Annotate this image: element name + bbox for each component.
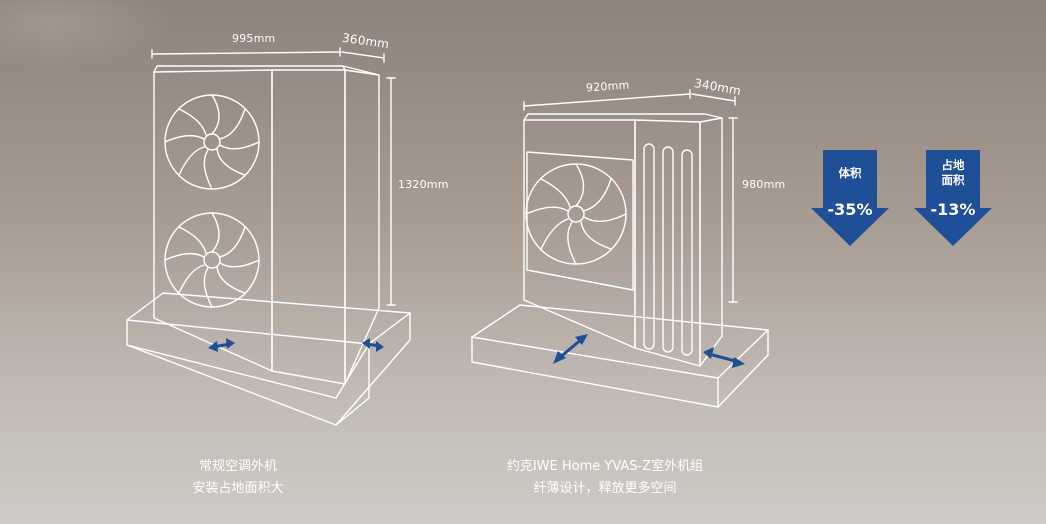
- footprint-label-line2: 面积: [941, 173, 965, 187]
- left-width-label: 995mm: [232, 32, 276, 45]
- left-fan-bottom: [164, 212, 260, 308]
- right-base-arrow-side: [703, 347, 745, 368]
- right-unit-body: [523, 113, 723, 367]
- right-dimension-lines: [523, 89, 738, 303]
- right-fan: [525, 163, 627, 265]
- down-arrow-shape: [914, 150, 992, 246]
- left-base-pad: [126, 292, 411, 426]
- right-caption-line2: 纤薄设计，释放更多空间: [533, 481, 677, 496]
- left-caption: 常规空调外机 安装占地面积大: [168, 456, 308, 500]
- left-caption-line2: 安装占地面积大: [192, 481, 284, 496]
- left-base-arrow-side: [362, 338, 384, 352]
- right-unit-louvers: [643, 143, 693, 356]
- footprint-reduction-badge: 占地 面积 -13%: [914, 150, 992, 246]
- left-height-label: 1320mm: [398, 178, 449, 191]
- left-dimension-lines: [151, 47, 396, 306]
- down-arrow-shape: [811, 150, 889, 246]
- left-caption-line1: 常规空调外机: [198, 459, 277, 474]
- right-base-pad: [471, 304, 769, 408]
- right-caption-line1: 约克IWE Home YVAS-Z室外机组: [506, 459, 704, 474]
- footprint-label-line1: 占地: [941, 158, 965, 172]
- right-height-label: 980mm: [742, 178, 786, 191]
- right-base-arrow-front: [553, 334, 588, 364]
- right-caption: 约克IWE Home YVAS-Z室外机组 纤薄设计，释放更多空间: [470, 456, 740, 500]
- volume-reduction-badge: 体积 -35%: [811, 150, 889, 246]
- left-fan-top: [164, 94, 260, 190]
- left-unit-body: [153, 65, 380, 385]
- volume-label: 体积: [838, 166, 862, 180]
- volume-value: -35%: [827, 200, 873, 219]
- footprint-value: -13%: [930, 200, 976, 219]
- left-base-arrow-front: [208, 338, 235, 352]
